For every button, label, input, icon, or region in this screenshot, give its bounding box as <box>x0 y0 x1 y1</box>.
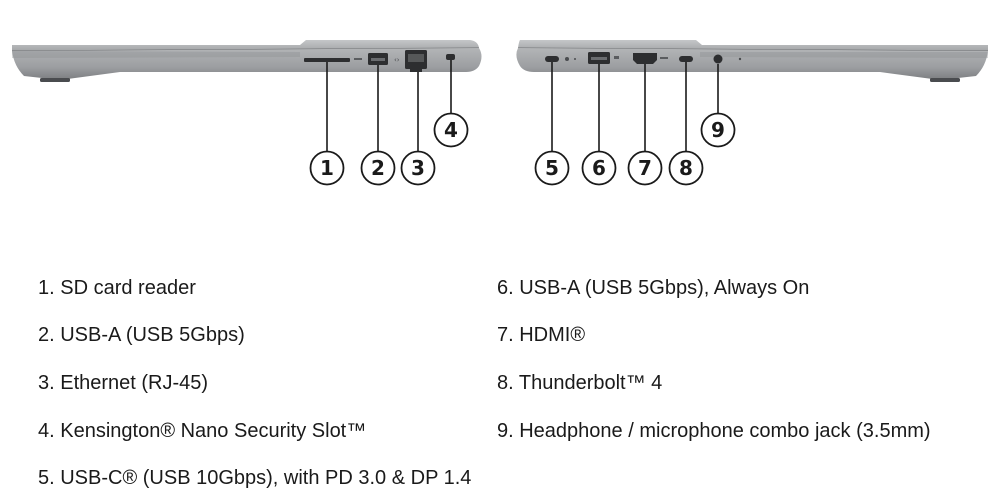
callout-2-label: 2 <box>371 156 385 180</box>
sd-card-slot <box>304 58 362 62</box>
port-item: 3. Ethernet (RJ-45) <box>38 372 209 394</box>
port-item: 7. HDMI® <box>497 324 586 346</box>
callout-4-label: 4 <box>444 118 458 142</box>
callout-8: 8 <box>668 150 704 186</box>
callout-5-label: 5 <box>545 156 559 180</box>
callout-1-label: 1 <box>320 156 334 180</box>
callout-7-label: 7 <box>638 156 652 180</box>
callout-1: 1 <box>309 150 345 186</box>
usb-c-port <box>545 56 576 62</box>
callout-5: 5 <box>534 150 570 186</box>
hdmi-port <box>633 53 668 64</box>
port-item: 2. USB-A (USB 5Gbps) <box>38 324 245 346</box>
callout-9-label: 9 <box>711 118 725 142</box>
callout-7: 7 <box>627 150 663 186</box>
leader-lines <box>326 60 719 152</box>
callout-3: 3 <box>400 150 436 186</box>
callout-3-label: 3 <box>411 156 425 180</box>
callout-8-label: 8 <box>679 156 693 180</box>
callout-2: 2 <box>360 150 396 186</box>
port-item: 9. Headphone / microphone combo jack (3.… <box>497 420 931 442</box>
port-item: 4. Kensington® Nano Security Slot™ <box>38 420 367 442</box>
usb-a-port-right <box>588 52 619 64</box>
svg-text:‹›: ‹› <box>394 56 400 64</box>
usb-a-port-left <box>368 53 388 65</box>
port-item: 5. USB-C® (USB 10Gbps), with PD 3.0 & DP… <box>38 467 472 489</box>
callout-6: 6 <box>581 150 617 186</box>
laptop-left-side <box>11 40 482 82</box>
laptop-right-side <box>516 40 989 82</box>
ethernet-port: ‹› <box>394 50 427 72</box>
port-item: 6. USB-A (USB 5Gbps), Always On <box>497 277 810 299</box>
security-slot <box>446 54 455 60</box>
audio-jack <box>713 54 742 64</box>
callout-6-label: 6 <box>592 156 606 180</box>
callout-9: 9 <box>700 112 736 148</box>
port-item: 1. SD card reader <box>38 277 196 299</box>
port-item: 8. Thunderbolt™ 4 <box>497 372 663 394</box>
thunderbolt-port <box>679 56 693 62</box>
laptop-ports-diagram: ‹› <box>11 40 989 186</box>
callout-4: 4 <box>433 112 469 148</box>
